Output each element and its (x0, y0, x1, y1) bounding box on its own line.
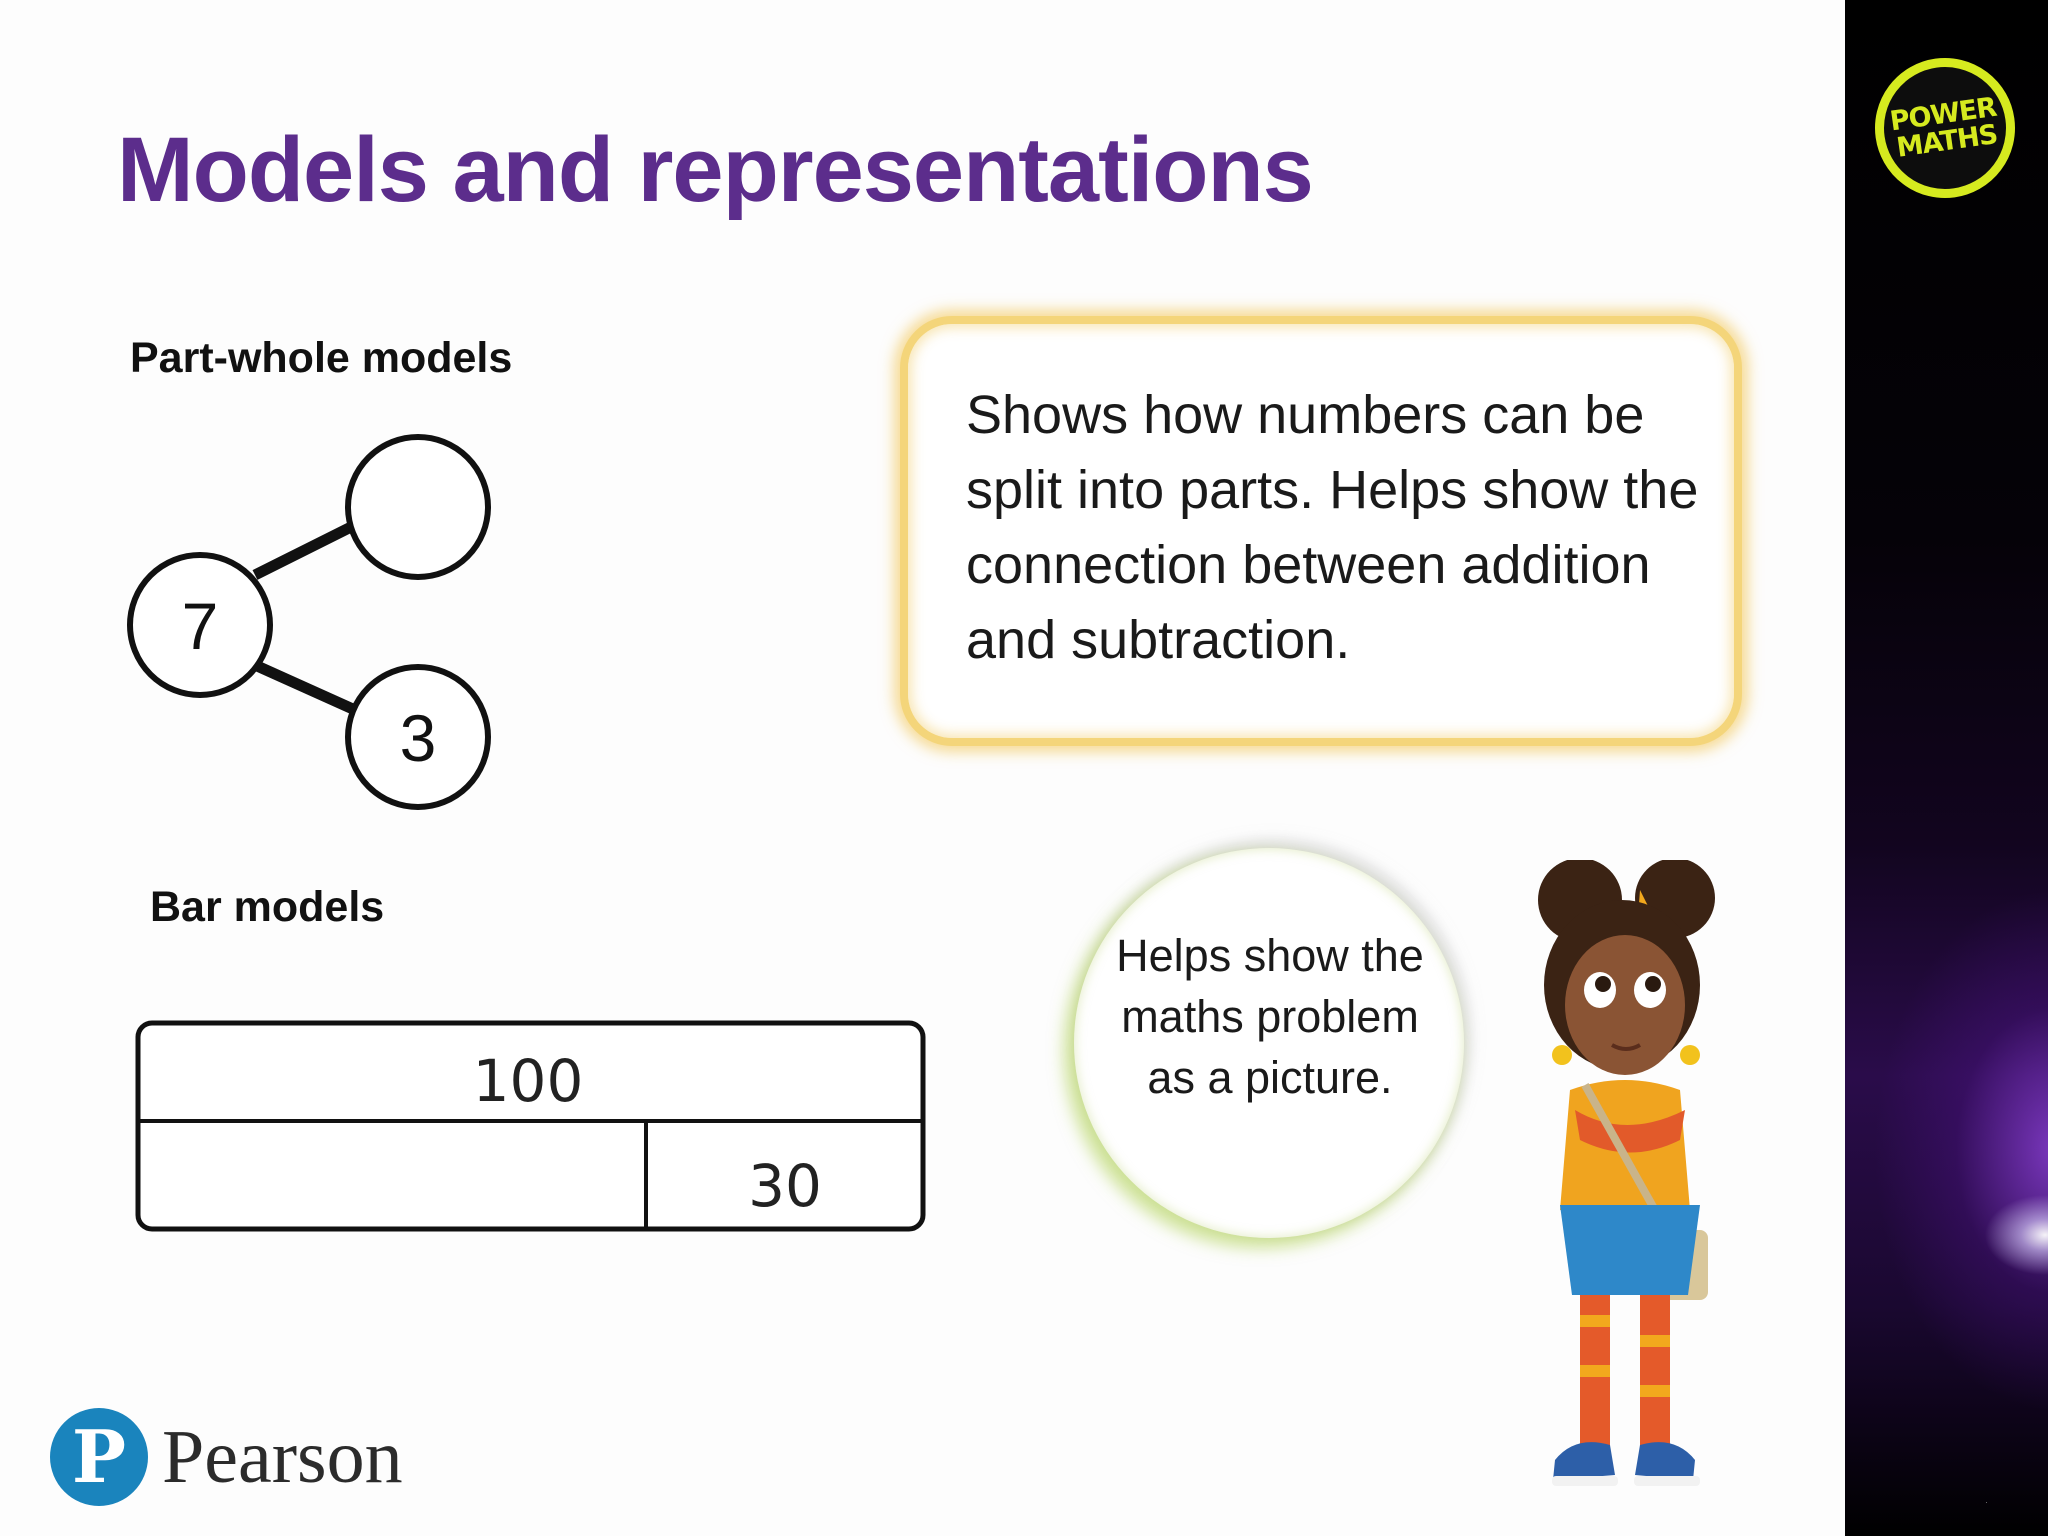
bar-model: 100 30 (135, 1020, 926, 1232)
whole-circle (127, 552, 273, 698)
speech-bubble-text: Helps show the maths problem as a pictur… (1116, 930, 1424, 1103)
part-bottom-value: 3 (400, 701, 437, 775)
part-circle-top (345, 434, 491, 580)
connector-top (252, 520, 358, 580)
bar-right-part-value: 30 (748, 1152, 822, 1220)
connector-bottom (252, 659, 358, 716)
speech-bubble (1074, 848, 1464, 1238)
part-circle-bottom (345, 664, 491, 810)
pearson-wordmark: Pearson (162, 1414, 403, 1499)
page-title: Models and representations (117, 119, 1314, 221)
slide-canvas (0, 0, 1845, 1536)
whole-value: 7 (182, 589, 219, 663)
side-panel-background (1845, 0, 2048, 1536)
info-box (900, 316, 1742, 746)
tiny-mark: · (1985, 1497, 1988, 1507)
pearson-logo: P Pearson (50, 1408, 403, 1506)
bar-outline (135, 1020, 926, 1232)
part-whole-model: 7 3 (127, 434, 491, 810)
girl-character-illustration (1538, 860, 1715, 1486)
info-box-text: Shows how numbers can be split into part… (966, 385, 1699, 670)
bar-total-value: 100 (473, 1047, 584, 1115)
part-whole-label: Part-whole models (130, 334, 513, 382)
pearson-p-icon: P (50, 1408, 148, 1506)
bar-models-label: Bar models (150, 883, 385, 931)
